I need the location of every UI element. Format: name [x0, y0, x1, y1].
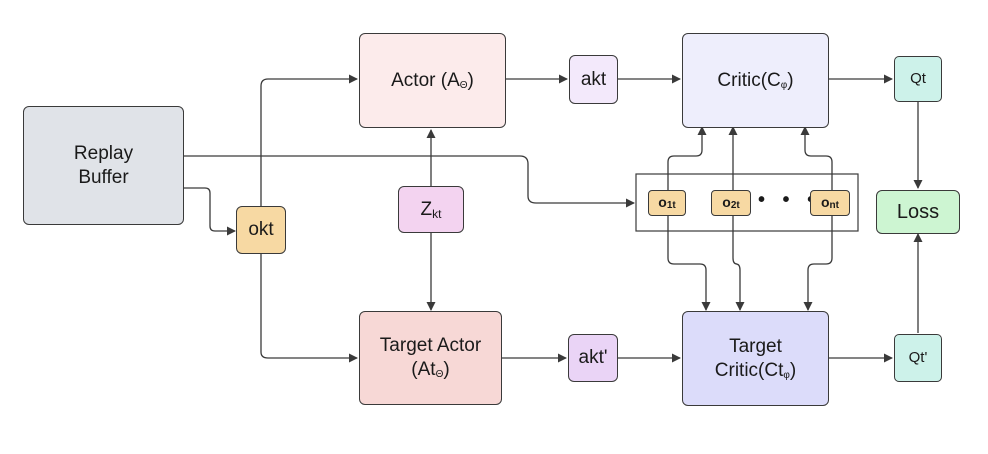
target-critic-label-line2: Critic(Ctφ) [715, 359, 796, 383]
critic-label: Critic(Cφ) [717, 69, 793, 93]
qt-prime-node: Qt' [894, 334, 942, 382]
actor-label-name: Actor (A [391, 69, 460, 91]
replay-buffer-node: Replay Buffer [23, 106, 184, 225]
observation-o1-sub: 1t [666, 199, 676, 211]
observation-on-sub: nt [829, 199, 839, 211]
target-actor-label-line1: Target Actor [379, 335, 482, 357]
target-actor-label-line2: (AtΘ) [380, 358, 481, 382]
actor-label-sub: Θ [459, 79, 468, 91]
observation-o2-node: o2t [711, 190, 751, 216]
qt-prime-label: Qt' [908, 348, 928, 366]
replay-buffer-label-line2: Buffer [78, 166, 129, 188]
target-critic-label-line2-close: ) [789, 359, 797, 381]
arrow-o2-to-target-critic [732, 216, 745, 311]
target-critic-label-line2-sub: φ [783, 369, 790, 381]
akt-label: akt [580, 68, 607, 90]
target-critic-label-line2-pre: Critic(Ct [714, 359, 784, 381]
akt-node: akt [569, 55, 618, 104]
observation-o2-sub: 2t [730, 199, 740, 211]
critic-label-close: ) [787, 69, 794, 91]
qt-node: Qt [894, 56, 942, 102]
observation-ellipsis: • • • [758, 189, 821, 211]
loss-node: Loss [876, 190, 960, 234]
replay-buffer-label-line1: Replay [73, 142, 134, 164]
zkt-label: Zkt [421, 198, 442, 222]
qt-label: Qt [910, 69, 926, 87]
zkt-label-base: Z [420, 198, 433, 220]
zkt-label-sub: kt [432, 206, 442, 221]
target-actor-label-line2-close: ) [443, 359, 450, 380]
observation-on-label: ont [821, 194, 839, 213]
target-critic-node: Target Critic(Ctφ) [682, 311, 829, 406]
critic-label-sub: φ [780, 79, 788, 91]
arrow-okt-to-target-actor [260, 253, 358, 363]
target-actor-label-line2-pre: (At [411, 359, 436, 380]
okt-label: okt [248, 219, 274, 241]
observation-o1-base: o [658, 193, 667, 210]
observation-o1-label: o1t [658, 194, 675, 213]
arrow-o1-to-target-critic [667, 216, 711, 311]
arrow-okt-to-actor [260, 74, 358, 206]
akt-prime-label: akt' [578, 347, 608, 369]
arrow-on-to-target-critic [803, 216, 833, 311]
observation-on-base: o [820, 193, 830, 210]
critic-node: Critic(Cφ) [682, 33, 829, 128]
observation-on-node: ont [810, 190, 850, 216]
observation-o2-label: o2t [722, 194, 739, 213]
arrow-o1-to-critic [667, 126, 707, 190]
target-actor-node: Target Actor (AtΘ) [359, 311, 502, 405]
target-critic-label-line1: Target [729, 335, 782, 357]
actor-node: Actor (AΘ) [359, 33, 506, 128]
arrow-buffer-to-okt [183, 187, 236, 236]
zkt-node: Zkt [398, 186, 464, 233]
arrow-on-to-critic [800, 126, 833, 190]
actor-label-close: ) [467, 69, 474, 91]
observation-o1-node: o1t [648, 190, 686, 216]
target-actor-label-line2-sub: Θ [435, 369, 444, 380]
actor-label: Actor (AΘ) [391, 69, 474, 93]
observation-o2-base: o [722, 193, 731, 210]
observations-group [635, 173, 859, 232]
okt-node: okt [236, 206, 286, 254]
akt-prime-node: akt' [568, 334, 618, 382]
arrow-buffer-to-observations [183, 155, 635, 208]
loss-label: Loss [896, 200, 940, 223]
critic-label-name: Critic(C [717, 69, 781, 91]
